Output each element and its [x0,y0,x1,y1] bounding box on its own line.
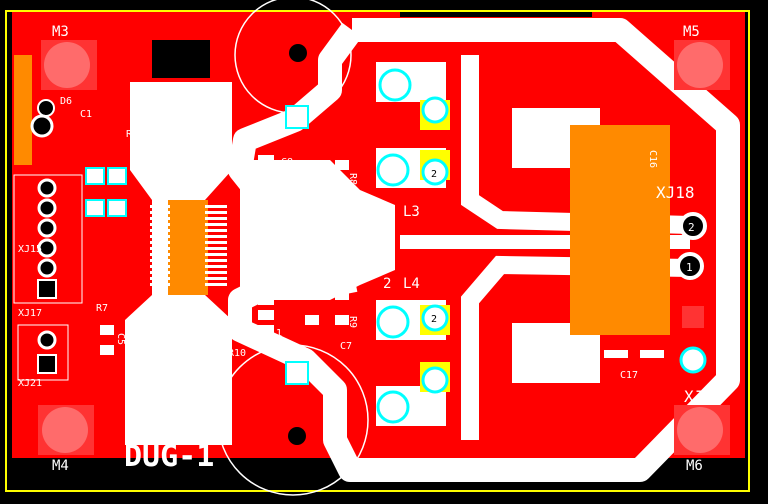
ref-c10: C10 [280,278,298,289]
mask-opening-right [570,125,670,335]
ref-r8: R8 [347,173,358,185]
ref-c17: C17 [620,370,638,381]
l3-pad-number-2: 2 [389,80,396,93]
ref-c8: C8 [281,157,293,168]
via-pad-top [285,105,309,129]
l4-pad-number-1b: 1 [389,402,396,415]
xj17-label: XJ17 [18,308,42,319]
xj18-label: XJ18 [656,183,695,202]
xj18-pin-1: 1 [686,261,693,274]
center-channel [240,160,395,255]
l3-pad-number-1: 1 [431,106,437,117]
ref-c16: C16 [647,150,658,168]
via-pad-bottom [285,361,309,385]
ic-pin-row-right [205,205,227,286]
ref-c9: C9 [281,179,293,190]
ref-c5: C5 [115,333,126,345]
l3-pads [376,62,450,188]
date-code-block [152,40,210,78]
mount-hole-m3 [41,40,97,90]
date-code-line2: 2Ø14 [158,62,189,77]
l4-pad-number-2: 2 [389,317,396,330]
l3-pad-number-1b: 1 [389,165,396,178]
m5-label: M5 [683,24,700,40]
ref-c1: C1 [80,109,92,120]
ref-c23: C23 [322,282,340,293]
xj17-outline [13,174,83,304]
xj20-pins [679,306,707,374]
left-header-pins [30,99,57,374]
m4-label: M4 [52,458,69,474]
m6-label: M6 [686,458,703,474]
l3-pin-label: 1 [383,202,391,218]
l4-label: L4 [403,276,420,292]
smd-pads-left [85,167,127,217]
mount-hole-m5 [674,40,730,90]
ref-r9: R9 [347,316,358,328]
mount-hole-m6 [674,405,730,455]
l4-pad-number-2b: 2 [431,314,437,325]
ref-c22: C22 [322,198,340,209]
smd-pads-mid [100,155,664,358]
xj18-pins [676,212,707,280]
ic-pin-row-left [150,205,170,286]
capacitor-c7-outline [217,344,369,496]
xj18-pin-2: 2 [688,221,695,234]
xj15-label: XJ15 [18,244,42,255]
xj21-label: XJ21 [18,378,42,389]
l3-pad-number-2b: 2 [431,169,437,180]
mount-hole-m4 [38,405,94,455]
capacitor-bottom-hole [288,427,306,445]
ref-c12: C12 [277,196,295,207]
ref-r1: R1 [126,129,138,140]
mask-opening-ic-pads [168,200,208,295]
board-outline [5,10,750,492]
ref-r10: R10 [228,348,246,359]
xj21-outline [17,324,69,381]
ref-c7: C7 [340,341,352,352]
ref-c14: C14 [296,237,314,248]
l4-pin-label: 2 [383,276,391,292]
ref-d6: D6 [60,96,72,107]
ref-r7: R7 [96,303,108,314]
l4-pad-number-1: 1 [431,376,437,387]
capacitor-top-hole [289,44,307,62]
l4-pads [376,300,450,426]
m3-label: M3 [52,24,69,40]
ref-c11: C11 [264,328,282,339]
board-name: DUG-1 [124,439,214,474]
xj20-pin-1: 1 [689,357,695,368]
mask-opening-left-strip [14,55,32,165]
l3-label: L3 [403,204,420,220]
date-code-line1: 3Ø9 [158,45,181,60]
xj20-label: XJ20 [684,387,723,406]
center-channel-lower [240,255,395,300]
